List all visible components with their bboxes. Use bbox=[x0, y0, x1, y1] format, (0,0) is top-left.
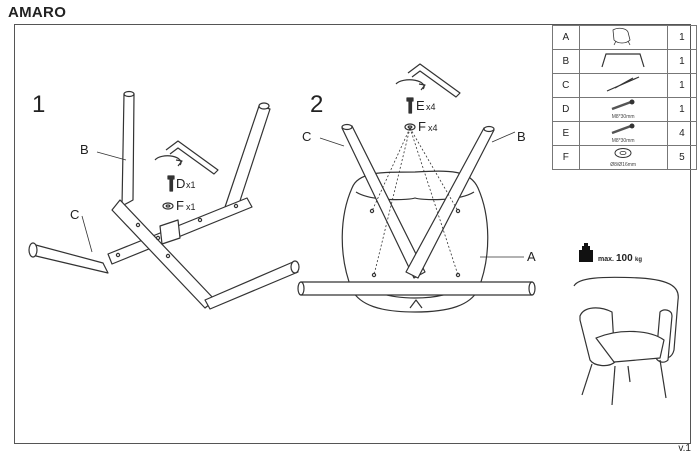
step1-frame-drawing bbox=[28, 90, 300, 310]
parts-row-e: E M8*30mm 4 bbox=[552, 121, 697, 146]
part-key: C bbox=[552, 73, 580, 98]
step2-label-e-qty: x4 bbox=[426, 102, 436, 112]
part-image: M8*30mm bbox=[578, 121, 668, 146]
step2-washer-icon bbox=[404, 123, 416, 131]
washer-icon bbox=[614, 148, 632, 158]
part-qty: 1 bbox=[666, 49, 697, 74]
parts-row-d: D M8*30mm 1 bbox=[552, 97, 697, 122]
step2-label-c: C bbox=[302, 129, 311, 144]
step1-label-d-qty: x1 bbox=[186, 180, 196, 190]
step2-seat-drawing bbox=[297, 123, 536, 313]
step1-label-c: C bbox=[70, 207, 79, 222]
bolt-icon bbox=[611, 123, 635, 135]
part-qty: 4 bbox=[666, 121, 697, 146]
parts-row-c: C 1 bbox=[552, 73, 697, 98]
parts-row-f: F Ø8/Ø16mm 5 bbox=[552, 145, 697, 170]
part-key: B bbox=[552, 49, 580, 74]
seat-cushion-icon bbox=[612, 27, 631, 46]
step1-bolt-icon bbox=[167, 175, 175, 192]
part-key: A bbox=[552, 25, 580, 50]
weight-icon bbox=[579, 243, 593, 262]
step2-bolt-icon bbox=[406, 97, 414, 114]
part-image bbox=[578, 73, 668, 98]
step2-guide-lines bbox=[371, 127, 459, 276]
part-qty: 1 bbox=[666, 73, 697, 98]
weight-unit: kg bbox=[635, 257, 642, 263]
step1-label-d: D bbox=[176, 176, 185, 191]
part-qty: 5 bbox=[666, 145, 697, 170]
part-image: Ø8/Ø16mm bbox=[578, 145, 668, 170]
step2-label-b: B bbox=[517, 129, 526, 144]
parts-row-a: A 1 bbox=[552, 25, 697, 50]
step2-label-e: E bbox=[416, 98, 425, 113]
part-key: D bbox=[552, 97, 580, 122]
document-title: AMARO bbox=[8, 4, 67, 21]
step1-label-b: B bbox=[80, 142, 89, 157]
step2-allen-key-icon bbox=[395, 63, 461, 98]
parts-row-b: B 1 bbox=[552, 49, 697, 74]
bolt-icon bbox=[611, 99, 635, 111]
part-key: E bbox=[552, 121, 580, 146]
step1-label-f-qty: x1 bbox=[186, 202, 196, 212]
front-leg-frame-icon bbox=[606, 76, 640, 92]
part-caption: M8*30mm bbox=[611, 138, 635, 144]
step2-label-f: F bbox=[418, 119, 426, 134]
part-qty: 1 bbox=[666, 97, 697, 122]
weight-value: 100 bbox=[616, 253, 633, 264]
weight-text: max. bbox=[598, 256, 614, 263]
part-image bbox=[578, 25, 668, 50]
part-caption: M8*30mm bbox=[611, 114, 635, 120]
step2-label-f-qty: x4 bbox=[428, 123, 438, 133]
part-caption: Ø8/Ø16mm bbox=[610, 162, 637, 168]
part-image: M8*30mm bbox=[578, 97, 668, 122]
step1-allen-key-icon bbox=[154, 140, 219, 175]
step2-label-a: A bbox=[527, 249, 536, 264]
part-qty: 1 bbox=[666, 25, 697, 50]
step1-washer-icon bbox=[162, 202, 174, 210]
step1-number: 1 bbox=[32, 91, 45, 118]
rear-leg-frame-icon bbox=[601, 53, 645, 68]
armchair-preview-drawing bbox=[573, 276, 679, 406]
step1-label-f: F bbox=[176, 198, 184, 213]
part-image bbox=[578, 49, 668, 74]
instruction-frame bbox=[14, 24, 691, 444]
version-label: v.1 bbox=[678, 443, 691, 454]
step2-number: 2 bbox=[310, 91, 323, 118]
parts-table: A 1 B 1 C 1 D bbox=[552, 25, 697, 170]
part-key: F bbox=[552, 145, 580, 170]
